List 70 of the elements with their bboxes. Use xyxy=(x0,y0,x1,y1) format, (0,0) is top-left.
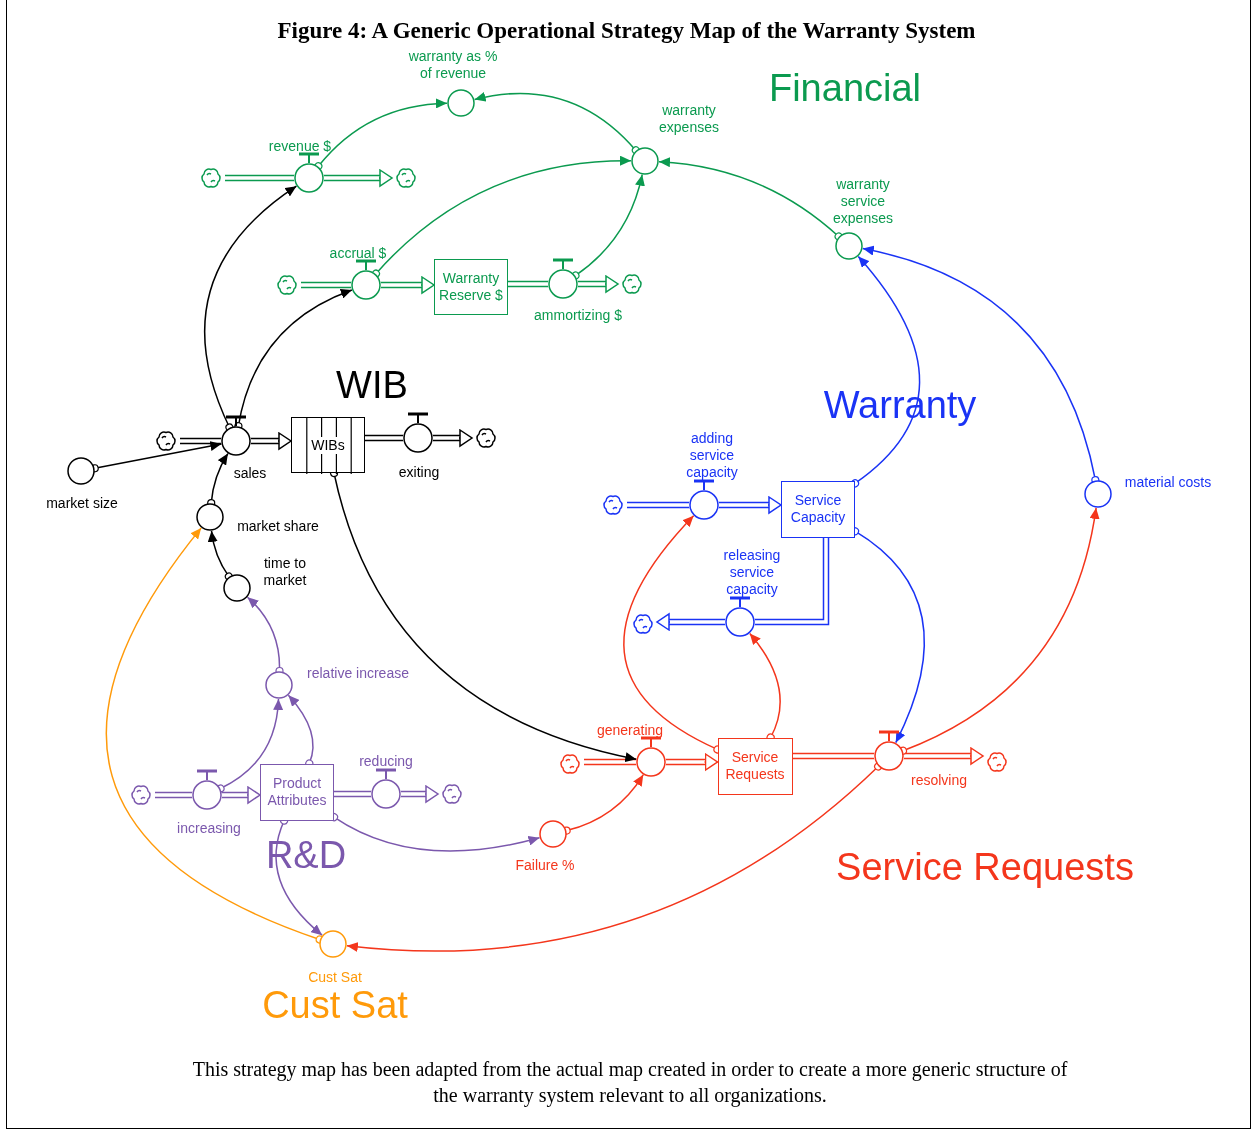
flow-pipe xyxy=(154,791,193,799)
stock-label: Service Capacity xyxy=(789,492,847,526)
variable-label: relative increase xyxy=(307,664,409,682)
variable-label: increasing xyxy=(177,819,241,837)
flow-pipe xyxy=(626,501,690,509)
flow-pipe xyxy=(380,276,435,294)
link-arrow xyxy=(473,92,640,155)
link-arrow xyxy=(314,98,448,171)
variable-label: time to market xyxy=(262,555,308,589)
flow-pipe xyxy=(300,281,352,289)
variable-label: material costs xyxy=(1124,473,1212,491)
variable-label: ammortizing $ xyxy=(534,306,622,324)
link-arrow xyxy=(371,156,632,278)
variable-label: warranty service expenses xyxy=(832,175,894,227)
flow-pipe xyxy=(250,432,292,450)
flow-pipe xyxy=(754,536,830,626)
link-arrow xyxy=(850,255,921,488)
stock-box xyxy=(260,763,334,821)
sector-title: Financial xyxy=(768,66,922,110)
variable-label: sales xyxy=(233,464,267,482)
flow-pipe xyxy=(179,437,222,445)
flow-pipe xyxy=(400,785,439,803)
link-arrow xyxy=(658,157,843,241)
stock-label: Warranty Reserve $ xyxy=(438,270,504,304)
link-arrow xyxy=(346,762,883,952)
variable-label: resolving xyxy=(911,771,967,789)
variable-label: reducing xyxy=(359,752,413,770)
variable-label: accrual $ xyxy=(329,244,387,262)
stock-label: Product Attributes xyxy=(266,775,328,809)
variable-label: market size xyxy=(46,494,118,512)
flow-pipe xyxy=(432,429,473,447)
flow-pipe xyxy=(791,752,875,760)
variable-label: revenue $ xyxy=(268,137,332,155)
link-arrow xyxy=(571,173,645,280)
flow-pipe xyxy=(903,747,984,765)
flow-pipe xyxy=(507,280,549,288)
flow-pipe xyxy=(224,174,295,182)
variable-label: Cust Sat xyxy=(308,968,362,986)
figure-caption: This strategy map has been adapted from the actual map created in order to create a more generic structure of the warranty system relevant to all organizations. xyxy=(191,1057,1069,1108)
variable-label: releasing service capacity xyxy=(722,546,782,598)
stock-label: WIBs xyxy=(309,436,347,454)
flow-pipe xyxy=(364,434,404,442)
stock-label: Service Requests xyxy=(724,749,786,783)
sector-title: WIB xyxy=(336,363,408,407)
variable-label: warranty as % of revenue xyxy=(407,48,499,82)
stock-box xyxy=(717,737,793,795)
link-arrow xyxy=(898,507,1100,755)
link-arrow xyxy=(216,698,283,793)
variable-label: warranty expenses xyxy=(658,102,720,136)
sector-title: Service Requests xyxy=(836,845,1134,889)
variable-label: market share xyxy=(237,517,319,535)
flow-pipe xyxy=(665,753,719,771)
flow-pipe xyxy=(221,786,261,804)
link-arrow xyxy=(207,530,233,581)
flow-pipe xyxy=(577,275,619,293)
flow-pipe xyxy=(718,496,782,514)
flow-pipe xyxy=(656,613,726,631)
variable-label: exiting xyxy=(398,463,440,481)
figure-title: Figure 4: A Generic Operational Strategy Map of the Warranty System xyxy=(276,17,977,45)
variable-label: adding service capacity xyxy=(685,429,739,481)
variable-label: Failure % xyxy=(515,856,575,874)
link-arrow xyxy=(105,527,324,944)
flow-pipe xyxy=(323,169,393,187)
stock-box xyxy=(434,259,508,315)
stock-box xyxy=(781,480,855,538)
sector-title: Cust Sat xyxy=(262,983,408,1027)
conveyor-box xyxy=(291,417,365,473)
link-arrow xyxy=(203,185,298,432)
variable-label: generating xyxy=(596,721,664,739)
flow-pipe xyxy=(333,790,372,798)
